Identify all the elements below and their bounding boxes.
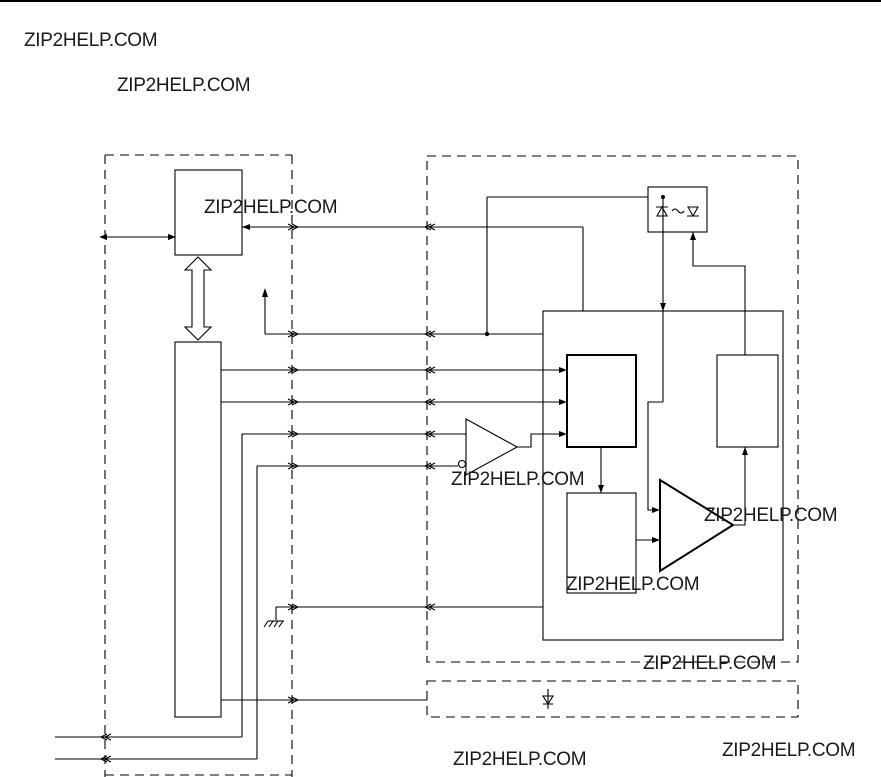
upper-left-block xyxy=(174,169,243,256)
watermark-text: ZIP2HELP.COM xyxy=(566,574,700,595)
arrowhead-lower-to-comp xyxy=(652,537,660,543)
tall-left-block xyxy=(174,341,222,718)
arrowhead-logic-down xyxy=(598,485,604,493)
left-dashed-enclosure xyxy=(104,154,293,777)
watermark-text: ZIP2HELP.COM xyxy=(704,505,838,526)
input-buffer-amp xyxy=(465,418,519,476)
lower-inner-block xyxy=(566,492,637,594)
optocoupler-box xyxy=(647,186,708,233)
ground-icon xyxy=(263,620,284,628)
connectors-left-boundary xyxy=(287,223,300,704)
wire-y334-arrowhead xyxy=(262,288,268,297)
optocoupler-diode-icon xyxy=(656,205,699,218)
watermark-text: ZIP2HELP.COM xyxy=(643,653,777,674)
watermark-text: ZIP2HELP.COM xyxy=(204,197,338,218)
top-rule xyxy=(0,0,881,2)
watermark-text: ZIP2HELP.COM xyxy=(453,749,587,770)
logic-block xyxy=(566,354,637,448)
comparator-amp xyxy=(659,478,735,573)
arrowhead-logic-1 xyxy=(559,367,567,373)
connectors-right-boundary xyxy=(423,223,436,611)
junction-dot xyxy=(484,331,490,337)
watermark-text: ZIP2HELP.COM xyxy=(451,469,585,490)
upper-feedback-arrowhead xyxy=(242,224,250,230)
arrowhead-right-to-opto xyxy=(690,232,696,240)
watermark-text: ZIP2HELP.COM xyxy=(117,75,251,96)
watermark-text: ZIP2HELP.COM xyxy=(722,740,856,761)
arrowhead-opto-to-comp xyxy=(652,507,660,513)
arrowhead-comp-out xyxy=(742,447,748,455)
right-inner-block xyxy=(716,354,779,448)
wire-right-to-opto xyxy=(692,232,746,355)
bus-arrow xyxy=(183,256,213,341)
diode-icon xyxy=(542,689,554,709)
arrowhead-buffer-out xyxy=(559,431,567,437)
lower-dashed-enclosure xyxy=(426,680,799,718)
inverting-input-bubble xyxy=(457,459,467,469)
connectors-bottom-left xyxy=(99,733,112,763)
wire-comp-out xyxy=(733,447,746,526)
opto-junction-dot xyxy=(661,195,665,199)
right-dashed-enclosure xyxy=(426,155,799,663)
watermark-text: ZIP2HELP.COM xyxy=(24,30,158,51)
arrowhead-logic-2 xyxy=(559,399,567,405)
wire-buffer-out xyxy=(517,433,567,448)
arrowhead-opto-down xyxy=(660,303,666,311)
